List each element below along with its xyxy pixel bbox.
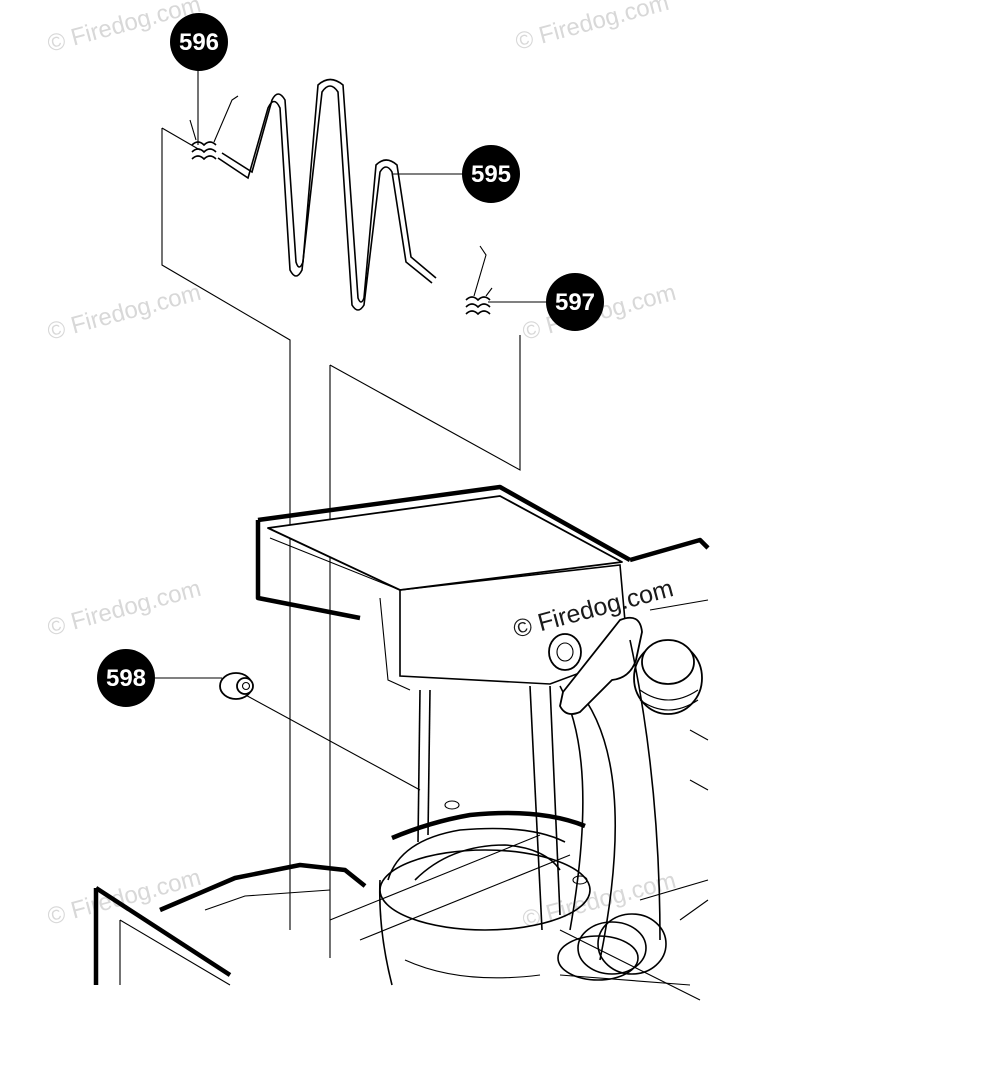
- callout-label: 597: [555, 289, 595, 316]
- callout-label: 596: [179, 29, 219, 56]
- housing-assembly: [93, 484, 710, 1001]
- callout-598[interactable]: 598: [97, 649, 155, 707]
- watermark: © Firedog.com: [510, 574, 676, 644]
- watermark: © Firedog.com: [45, 864, 204, 931]
- watermark: © Firedog.com: [45, 575, 204, 642]
- leader-lines: [152, 68, 548, 679]
- callout-595[interactable]: 595: [462, 145, 520, 203]
- wire-bail-part: [217, 78, 437, 311]
- guide-lines: [161, 127, 521, 958]
- callout-label: 598: [106, 665, 146, 692]
- nut-598-part: [219, 672, 254, 700]
- watermark: © Firedog.com: [45, 279, 204, 346]
- callout-596[interactable]: 596: [170, 13, 228, 71]
- spring-597-part: [465, 245, 493, 316]
- watermarks: © Firedog.com © Firedog.com © Firedog.co…: [45, 0, 679, 934]
- watermark: © Firedog.com: [513, 0, 672, 56]
- callout-597[interactable]: 597: [546, 273, 604, 331]
- spring-596-part: [189, 95, 239, 161]
- callout-label: 595: [471, 161, 511, 188]
